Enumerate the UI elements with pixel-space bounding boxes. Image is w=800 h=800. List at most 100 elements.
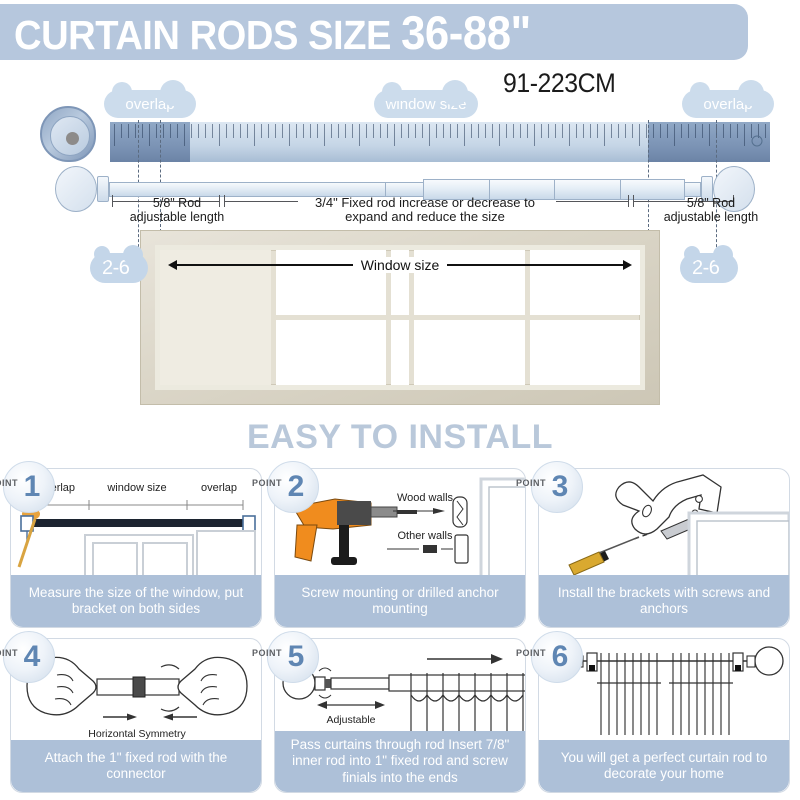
dimension-label-left: 5/8" Rod adjustable length <box>112 196 242 224</box>
point-badge-5: POINT 5 <box>252 631 319 683</box>
guide-line-right-window <box>648 120 649 232</box>
install-step-card-3: POINT 3 Install the brackets with screws… <box>516 461 790 628</box>
dimension-label-left-line2: adjustable length <box>129 210 225 224</box>
art-label-other-walls: Other walls <box>397 530 453 542</box>
dim-rule-center-left <box>224 201 298 202</box>
install-step-caption-3: Install the brackets with screws and anc… <box>539 575 789 627</box>
point-badge-word-2: POINT <box>252 478 283 488</box>
rod-fixed-center-segment <box>423 179 685 200</box>
install-step-caption-4: Attach the 1" fixed rod with the connect… <box>11 740 261 792</box>
point-badge-3: POINT 3 <box>516 461 583 513</box>
install-step-art-3 <box>539 469 789 575</box>
install-steps-grid: POINT 1 overlap window size overlap <box>0 461 790 793</box>
point-badge-4: POINT 4 <box>0 631 55 683</box>
window-pane <box>391 320 409 385</box>
dim-cap-left-end <box>219 195 220 207</box>
badge-overlap-right: overlap <box>682 80 774 118</box>
install-step-card-1: POINT 1 overlap window size overlap <box>0 461 262 628</box>
dimension-label-center-line2: expand and reduce the size <box>345 209 505 224</box>
rod-finial-curtain-icon: Adjustable <box>282 654 525 737</box>
install-step-card-4: POINT 4 Horizontal Symmet <box>0 631 262 793</box>
bracket-screwdriver-icon <box>568 474 789 575</box>
tape-measure-hub <box>66 132 79 145</box>
tape-measure-ticks <box>110 122 770 162</box>
point-badge-word-5: POINT <box>252 648 283 658</box>
install-step-card-5: POINT 5 <box>252 631 526 793</box>
point-badge-number-2: 2 <box>287 470 305 503</box>
point-badge-number-3: 3 <box>551 470 569 503</box>
point-badge-word-4: POINT <box>0 648 19 658</box>
point-badge-number-4: 4 <box>23 640 41 673</box>
install-step-art-1: overlap window size overlap <box>11 469 261 575</box>
install-step-caption-1: Measure the size of the window, put brac… <box>11 575 261 627</box>
point-badge-word-3: POINT <box>516 478 547 488</box>
arrow-head-left-icon <box>168 260 177 270</box>
install-step-card-6: POINT 6 <box>516 631 790 793</box>
badge-window-size: window size <box>374 80 478 118</box>
point-badge-1: POINT 1 <box>0 461 55 513</box>
art-label-wood-walls: Wood walls <box>397 492 454 504</box>
art-label-adjustable: Adjustable <box>326 714 375 726</box>
guide-line-left-window <box>160 120 161 232</box>
install-step-art-2: Wood walls Other walls <box>275 469 525 575</box>
tape-overlap-zone-left <box>110 122 190 162</box>
badge-extend-left: 2-6" <box>90 245 148 283</box>
install-step-caption-2: Screw mounting or drilled anchor mountin… <box>275 575 525 627</box>
dim-rule-center-right <box>556 201 628 202</box>
dimension-label-left-line1: 5/8" Rod <box>152 196 202 210</box>
window-size-label: Window size <box>352 257 448 273</box>
point-badge-number-6: 6 <box>551 640 569 673</box>
point-badge-word-6: POINT <box>516 648 547 658</box>
window-pane <box>529 250 640 315</box>
window-size-measure-arrow: Window size <box>168 257 632 273</box>
point-badge-word-1: POINT <box>0 478 19 488</box>
metric-size-label: 91-223CM <box>503 68 616 98</box>
point-badge-6: POINT 6 <box>516 631 583 683</box>
install-step-card-2: POINT 2 Wood walls Other walls <box>252 461 526 628</box>
tape-end-hook-icon <box>751 135 763 147</box>
curtain-rod-illustration <box>55 162 755 214</box>
dim-cap-right-start <box>628 195 629 207</box>
window-mullion <box>160 250 271 385</box>
install-step-art-4: Horizontal Symmetry <box>11 639 261 740</box>
badge-extend-right: 2-6" <box>680 245 738 283</box>
rod-finial-right <box>713 166 755 212</box>
section-title-easy-to-install: EASY TO INSTALL <box>247 418 553 456</box>
install-step-caption-6: You will get a perfect curtain rod to de… <box>539 740 789 792</box>
point-badge-number-1: 1 <box>23 470 41 503</box>
tape-measure-strip <box>110 122 770 162</box>
point-badge-number-5: 5 <box>287 640 305 673</box>
tape-measure-reel-inner <box>50 116 90 156</box>
install-step-caption-5: Pass curtains through rod Insert 7/8" in… <box>275 730 525 792</box>
header-banner: CURTAIN RODS SIZE 36-88" <box>0 4 748 60</box>
dimension-label-center: 3/4" Fixed rod increase or decrease to e… <box>285 196 565 224</box>
page-title: CURTAIN RODS SIZE 36-88" <box>14 5 531 60</box>
bracket-measure-diagram-icon: overlap window size overlap <box>17 482 256 575</box>
art-label-overlap-right-1: overlap <box>201 482 237 494</box>
install-step-art-5: Adjustable <box>275 639 525 740</box>
art-label-window-size-1: window size <box>106 482 166 494</box>
drill-and-anchors-icon: Wood walls Other walls <box>292 477 525 575</box>
dim-rule-right <box>633 201 733 202</box>
arrow-head-right-icon <box>623 260 632 270</box>
dim-rule-left <box>112 201 220 202</box>
page-title-size: 36-88" <box>401 5 531 59</box>
window-illustration <box>140 230 660 405</box>
dimension-label-right-line2: adjustable length <box>663 210 759 224</box>
dimension-label-center-line1: 3/4" Fixed rod increase or decrease to <box>315 195 535 210</box>
rod-finial-left <box>55 166 97 212</box>
rod-collar-left <box>97 176 109 202</box>
dim-cap-left-start <box>112 195 113 207</box>
two-hands-rod-connector-icon: Horizontal Symmetry <box>26 656 248 740</box>
badge-overlap-left: overlap <box>104 80 196 118</box>
page-title-main: CURTAIN RODS SIZE <box>14 11 402 58</box>
point-badge-2: POINT 2 <box>252 461 319 513</box>
dim-cap-right-end <box>733 195 734 207</box>
window-pane <box>275 320 386 385</box>
art-label-horizontal-symmetry: Horizontal Symmetry <box>88 728 186 740</box>
dimension-label-right-line1: 5/8" Rod <box>686 196 736 210</box>
dimension-label-right: 5/8" Rod adjustable length <box>646 196 776 224</box>
tape-measure-reel <box>40 106 96 162</box>
window-pane <box>414 320 525 385</box>
window-pane <box>529 320 640 385</box>
